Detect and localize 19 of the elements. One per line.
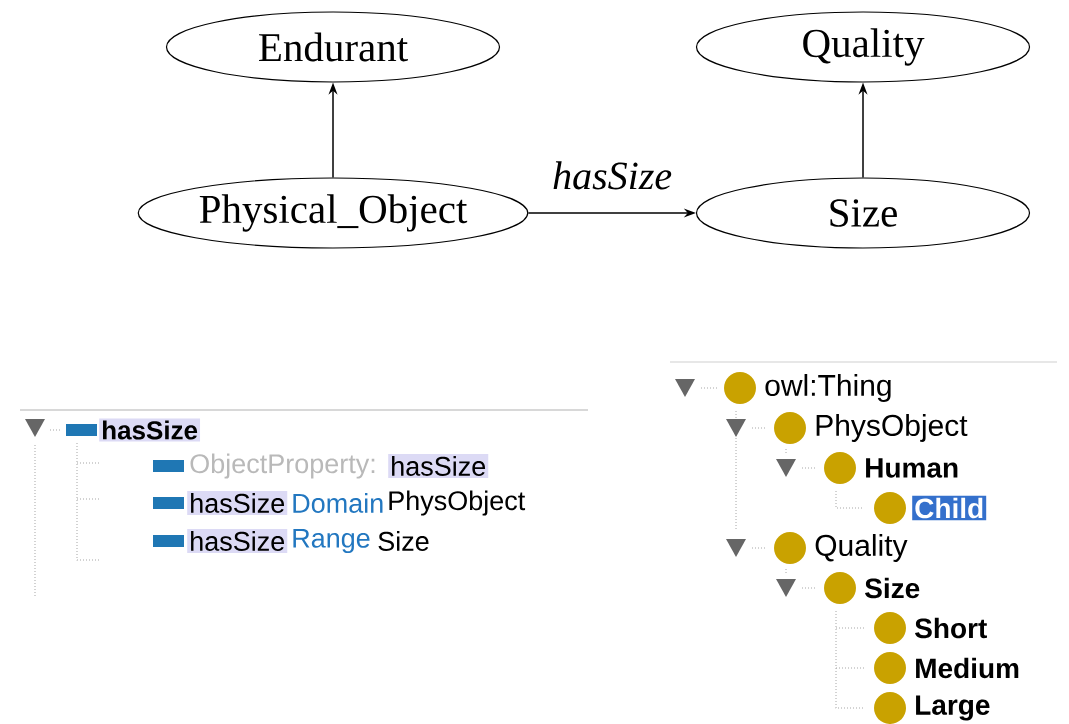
tree-item-label: Size (378, 531, 429, 551)
tree-item-label: Large (916, 695, 990, 721)
tree-item-label: Short (915, 617, 987, 639)
tree-item-label: Range (293, 528, 370, 554)
tree-item-label: hasSize (388, 454, 489, 478)
tree-item-label: Medium (916, 657, 1019, 679)
tree-item-label: owl:Thing (765, 374, 891, 402)
tree-item-label: hasSize (187, 529, 288, 553)
tree-item-label: Domain (293, 493, 383, 513)
tree-item-label: hasSize (187, 491, 288, 515)
selected-tree-item: Child (912, 495, 987, 521)
tree-item-label: PhysObject (389, 490, 526, 516)
tree-item-label: Human (866, 458, 958, 478)
tree-item-label: Quality (815, 534, 908, 562)
edge-label: hasSize (553, 161, 672, 190)
tree-item-label: Size (865, 577, 920, 599)
tree-item-label: PhysObject (816, 414, 968, 442)
tree-item-label: ObjectProperty: (190, 453, 375, 479)
tree-item-label: hasSize (99, 418, 201, 442)
